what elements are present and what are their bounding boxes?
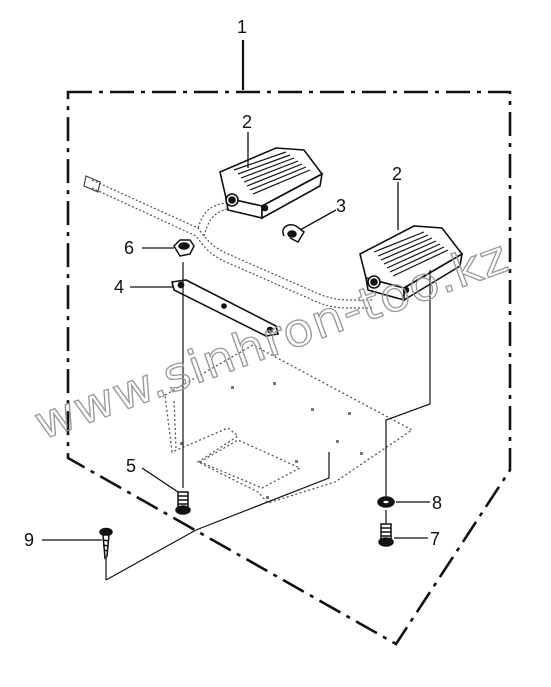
watermark: www.sinhron-too.kz: [27, 229, 515, 451]
callout-6: 6: [124, 238, 134, 258]
assembly-guide-lines: [105, 262, 431, 581]
washer: [377, 496, 395, 508]
callout-5: 5: [126, 456, 136, 476]
callout-7: 7: [430, 529, 440, 549]
leader-3: [299, 209, 337, 231]
wood-screw: [99, 527, 113, 560]
cable-clamp: [282, 224, 305, 243]
leader-5: [141, 467, 179, 493]
screw-5: [175, 491, 191, 515]
pedal-unit-b: [359, 225, 464, 302]
callout-8: 8: [432, 493, 442, 513]
callout-1: 1: [237, 17, 247, 37]
callout-3: 3: [336, 196, 346, 216]
cable-connector: [83, 175, 101, 193]
pedal-cable: [91, 179, 372, 309]
callout-2b: 2: [392, 164, 402, 184]
pedal-unit-a: [219, 147, 324, 220]
screw-7: [378, 523, 394, 547]
base-plate-holes: [180, 382, 363, 499]
mounting-bracket: [171, 279, 279, 337]
callout-9: 9: [24, 530, 34, 550]
base-plate: [164, 344, 414, 504]
leader-lines: [42, 132, 430, 541]
callout-2a: 2: [242, 112, 252, 132]
callout-4: 4: [114, 277, 124, 297]
assembly-boundary: [66, 90, 512, 646]
hex-nut: [173, 239, 195, 257]
